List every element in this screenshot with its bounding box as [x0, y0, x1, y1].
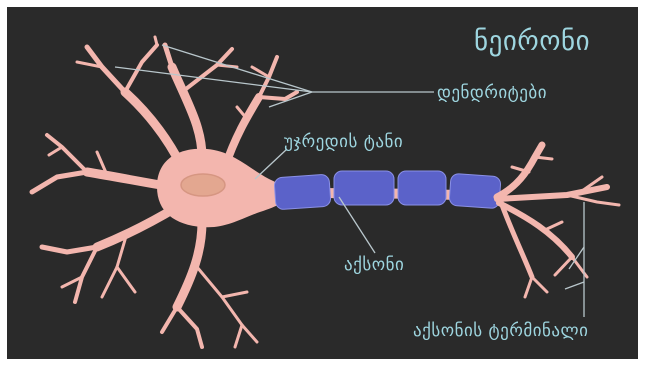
neuron-diagram: ნეირონი დენდრიტები უჯრედის ტანი აქსონი ა… — [7, 7, 638, 359]
axon-terminals — [497, 145, 619, 297]
label-axon: აქსონი — [344, 255, 404, 275]
myelin-segment — [274, 174, 331, 210]
label-cell-body: უჯრედის ტანი — [284, 132, 403, 152]
myelin-segment — [398, 171, 446, 205]
label-dendrites: დენდრიტები — [437, 83, 547, 103]
leader-line-cell-body — [255, 149, 287, 179]
diagram-title: ნეირონი — [474, 26, 590, 57]
myelin-segment — [449, 173, 501, 208]
neuron-illustration — [7, 7, 638, 359]
myelin-sheath — [274, 171, 501, 210]
myelin-segment — [334, 171, 394, 205]
label-axon-terminal: აქსონის ტერმინალი — [413, 321, 588, 341]
nucleus — [181, 174, 225, 196]
